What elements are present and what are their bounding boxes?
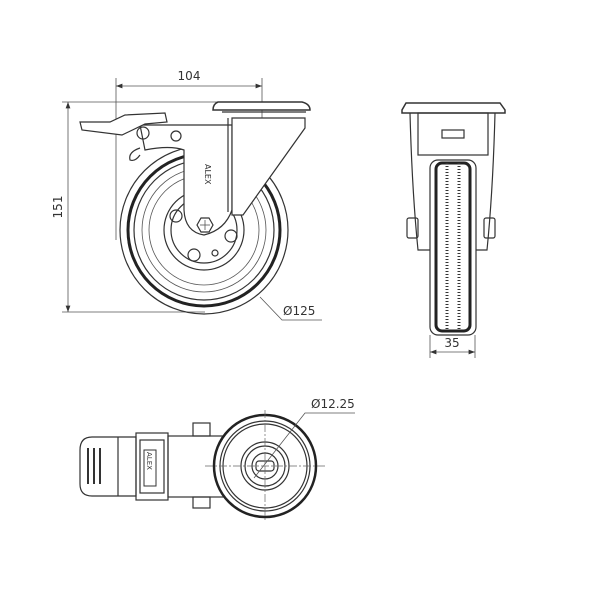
axle-nut-left [406,217,419,239]
fork-brace [231,117,306,216]
axle-nut-right [483,217,496,239]
hub-hole [211,249,219,257]
brake-lever [79,112,182,162]
wheel-width-label: 35 [444,336,459,350]
bolt-bottom [192,496,211,509]
swivel-housing [417,112,489,156]
wheel-front [429,159,477,336]
wheel-diameter-label: Ø125 [283,304,315,318]
hub-hole [187,248,201,262]
width-dimension-label: 104 [178,69,201,83]
top-view: ALEX Ø12.25 [79,397,355,522]
axle-bolt-icon [196,217,214,233]
brand-logo-top: ALEX [145,452,153,470]
side-view: 104 151 [51,69,322,321]
top-plate [212,101,311,111]
diameter-leader [259,296,322,321]
axle-diameter-label: Ø12.25 [311,397,355,411]
hub-hole [224,229,238,243]
hub-hole [169,209,183,223]
bolt-top [192,422,211,437]
height-dimension-label: 151 [51,196,65,219]
front-view: 35 [401,102,506,358]
top-plate-front [401,102,506,114]
brand-logo-side: ALEX [203,164,212,185]
axle-diameter-leader [253,412,355,479]
fork-leg [139,124,233,236]
